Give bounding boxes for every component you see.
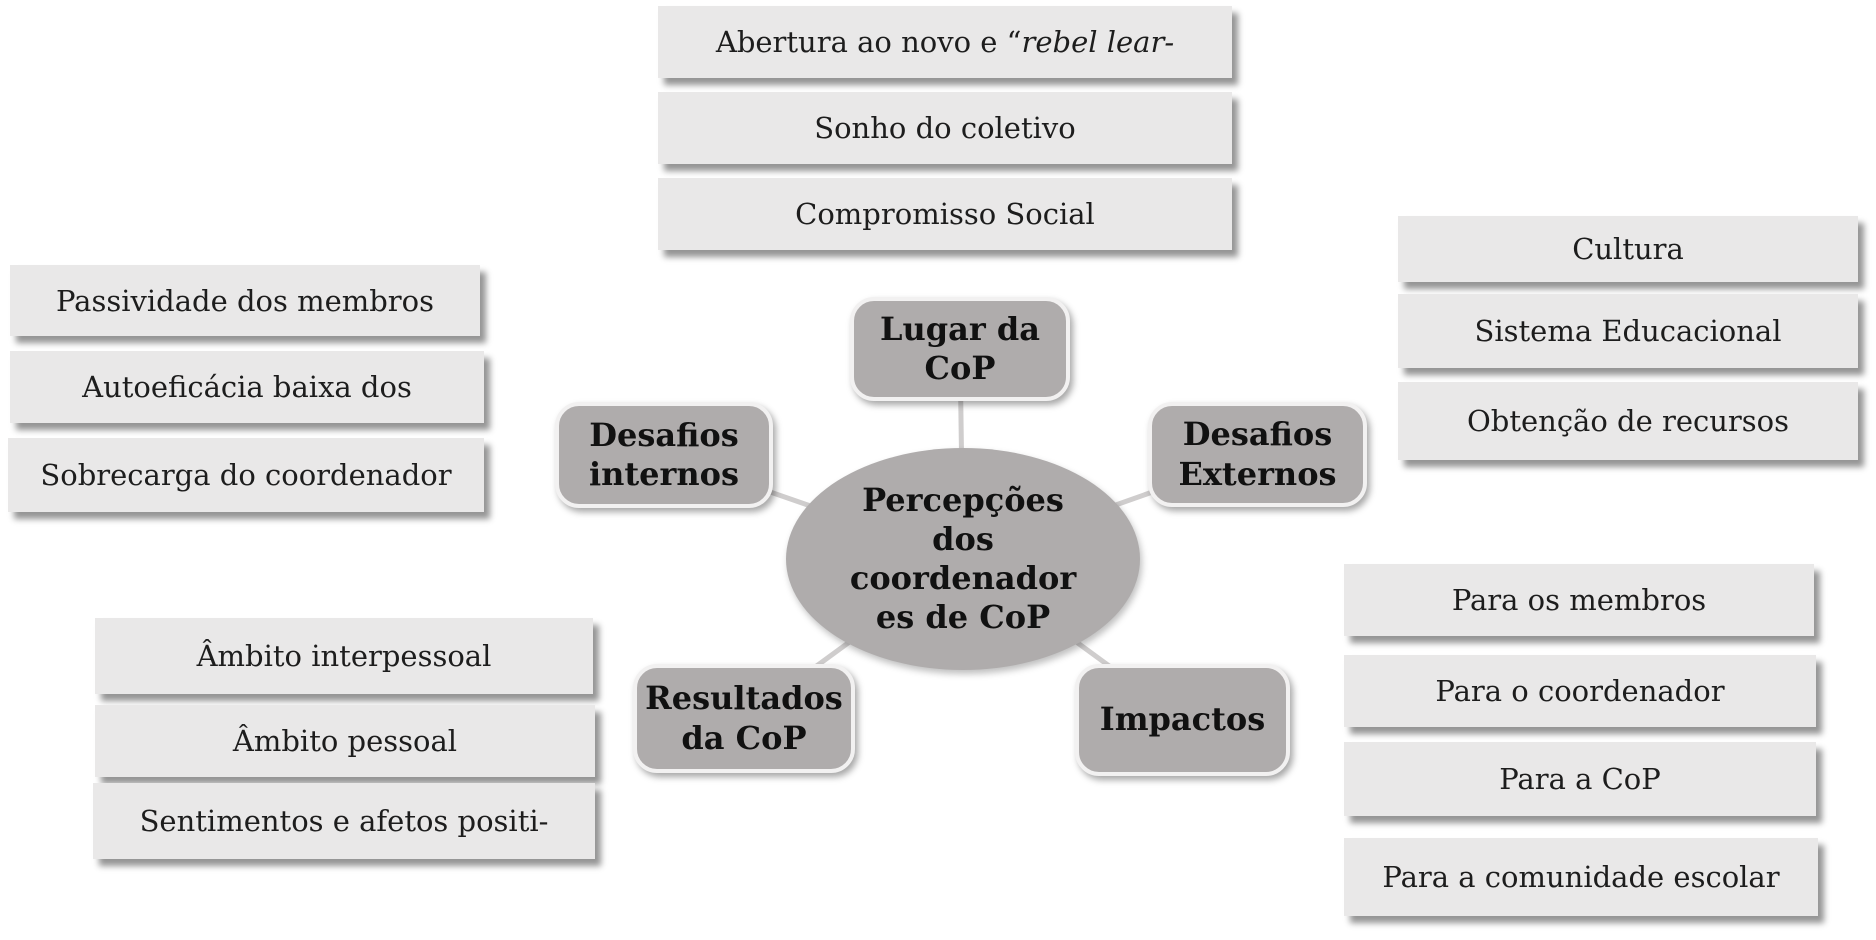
item-para-o-coordenador: Para o coordenador (1344, 655, 1816, 727)
center-node-percepcoes: Percepções dos coordenador es de CoP (786, 448, 1140, 670)
item-label: Para o coordenador (1435, 674, 1725, 708)
item-compromisso-social: Compromisso Social (658, 178, 1232, 250)
item-passividade-dos-membros: Passividade dos membros (10, 265, 480, 336)
item-obtencao-de-recursos: Obtenção de recursos (1398, 382, 1858, 460)
item-abertura-ao-novo: Abertura ao novo e “rebel lear- (658, 6, 1232, 78)
item-ambito-interpessoal: Âmbito interpessoal (95, 618, 593, 694)
node-desafios-internos: Desafios internos (555, 402, 773, 508)
center-node-label: Percepções dos coordenador es de CoP (849, 480, 1077, 637)
item-label: Passividade dos membros (55, 283, 435, 318)
item-label-italic: rebel lear- (1021, 25, 1175, 59)
item-para-a-comunidade-escolar: Para a comunidade escolar (1344, 838, 1818, 916)
item-label: Cultura (1572, 232, 1684, 266)
node-label: Desafios internos (588, 415, 740, 493)
item-para-os-membros: Para os membros (1344, 564, 1814, 636)
item-para-a-cop: Para a CoP (1344, 742, 1816, 816)
item-ambito-pessoal: Âmbito pessoal (95, 705, 595, 777)
item-autoeficacia-baixa: Autoeficácia baixa dos (10, 351, 484, 423)
item-label: Para a CoP (1499, 762, 1661, 796)
node-label: Impactos (1099, 700, 1266, 739)
item-sobrecarga-do-coordenador: Sobrecarga do coordenador (8, 438, 484, 512)
node-label: Resultados da CoP (645, 679, 843, 757)
item-label: Para a comunidade escolar (1382, 860, 1780, 894)
item-label: Abertura ao novo e “ (715, 25, 1022, 59)
node-lugar-da-cop: Lugar da CoP (850, 297, 1070, 401)
item-cultura: Cultura (1398, 216, 1858, 282)
item-label: Âmbito pessoal (232, 724, 458, 758)
item-label: Autoeficácia baixa dos (82, 370, 412, 404)
item-sentimentos-afetos: Sentimentos e afetos positi- (93, 783, 595, 859)
item-label: Sobrecarga do coordenador (40, 458, 452, 492)
node-label: Lugar da CoP (880, 309, 1040, 387)
node-resultados-da-cop: Resultados da CoP (633, 664, 855, 773)
item-sistema-educacional: Sistema Educacional (1398, 294, 1858, 368)
item-label: Para os membros (1451, 583, 1707, 617)
node-desafios-externos: Desafios Externos (1148, 402, 1367, 507)
item-label: Sonho do coletivo (814, 111, 1076, 145)
item-sonho-do-coletivo: Sonho do coletivo (658, 92, 1232, 164)
item-label: Sentimentos e afetos positi- (139, 804, 549, 838)
item-label: Compromisso Social (795, 197, 1095, 231)
item-label: Sistema Educacional (1474, 314, 1782, 348)
node-label: Desafios Externos (1178, 415, 1337, 493)
item-label: Obtenção de recursos (1466, 404, 1790, 438)
node-impactos: Impactos (1075, 664, 1290, 776)
item-label: Âmbito interpessoal (196, 639, 492, 673)
